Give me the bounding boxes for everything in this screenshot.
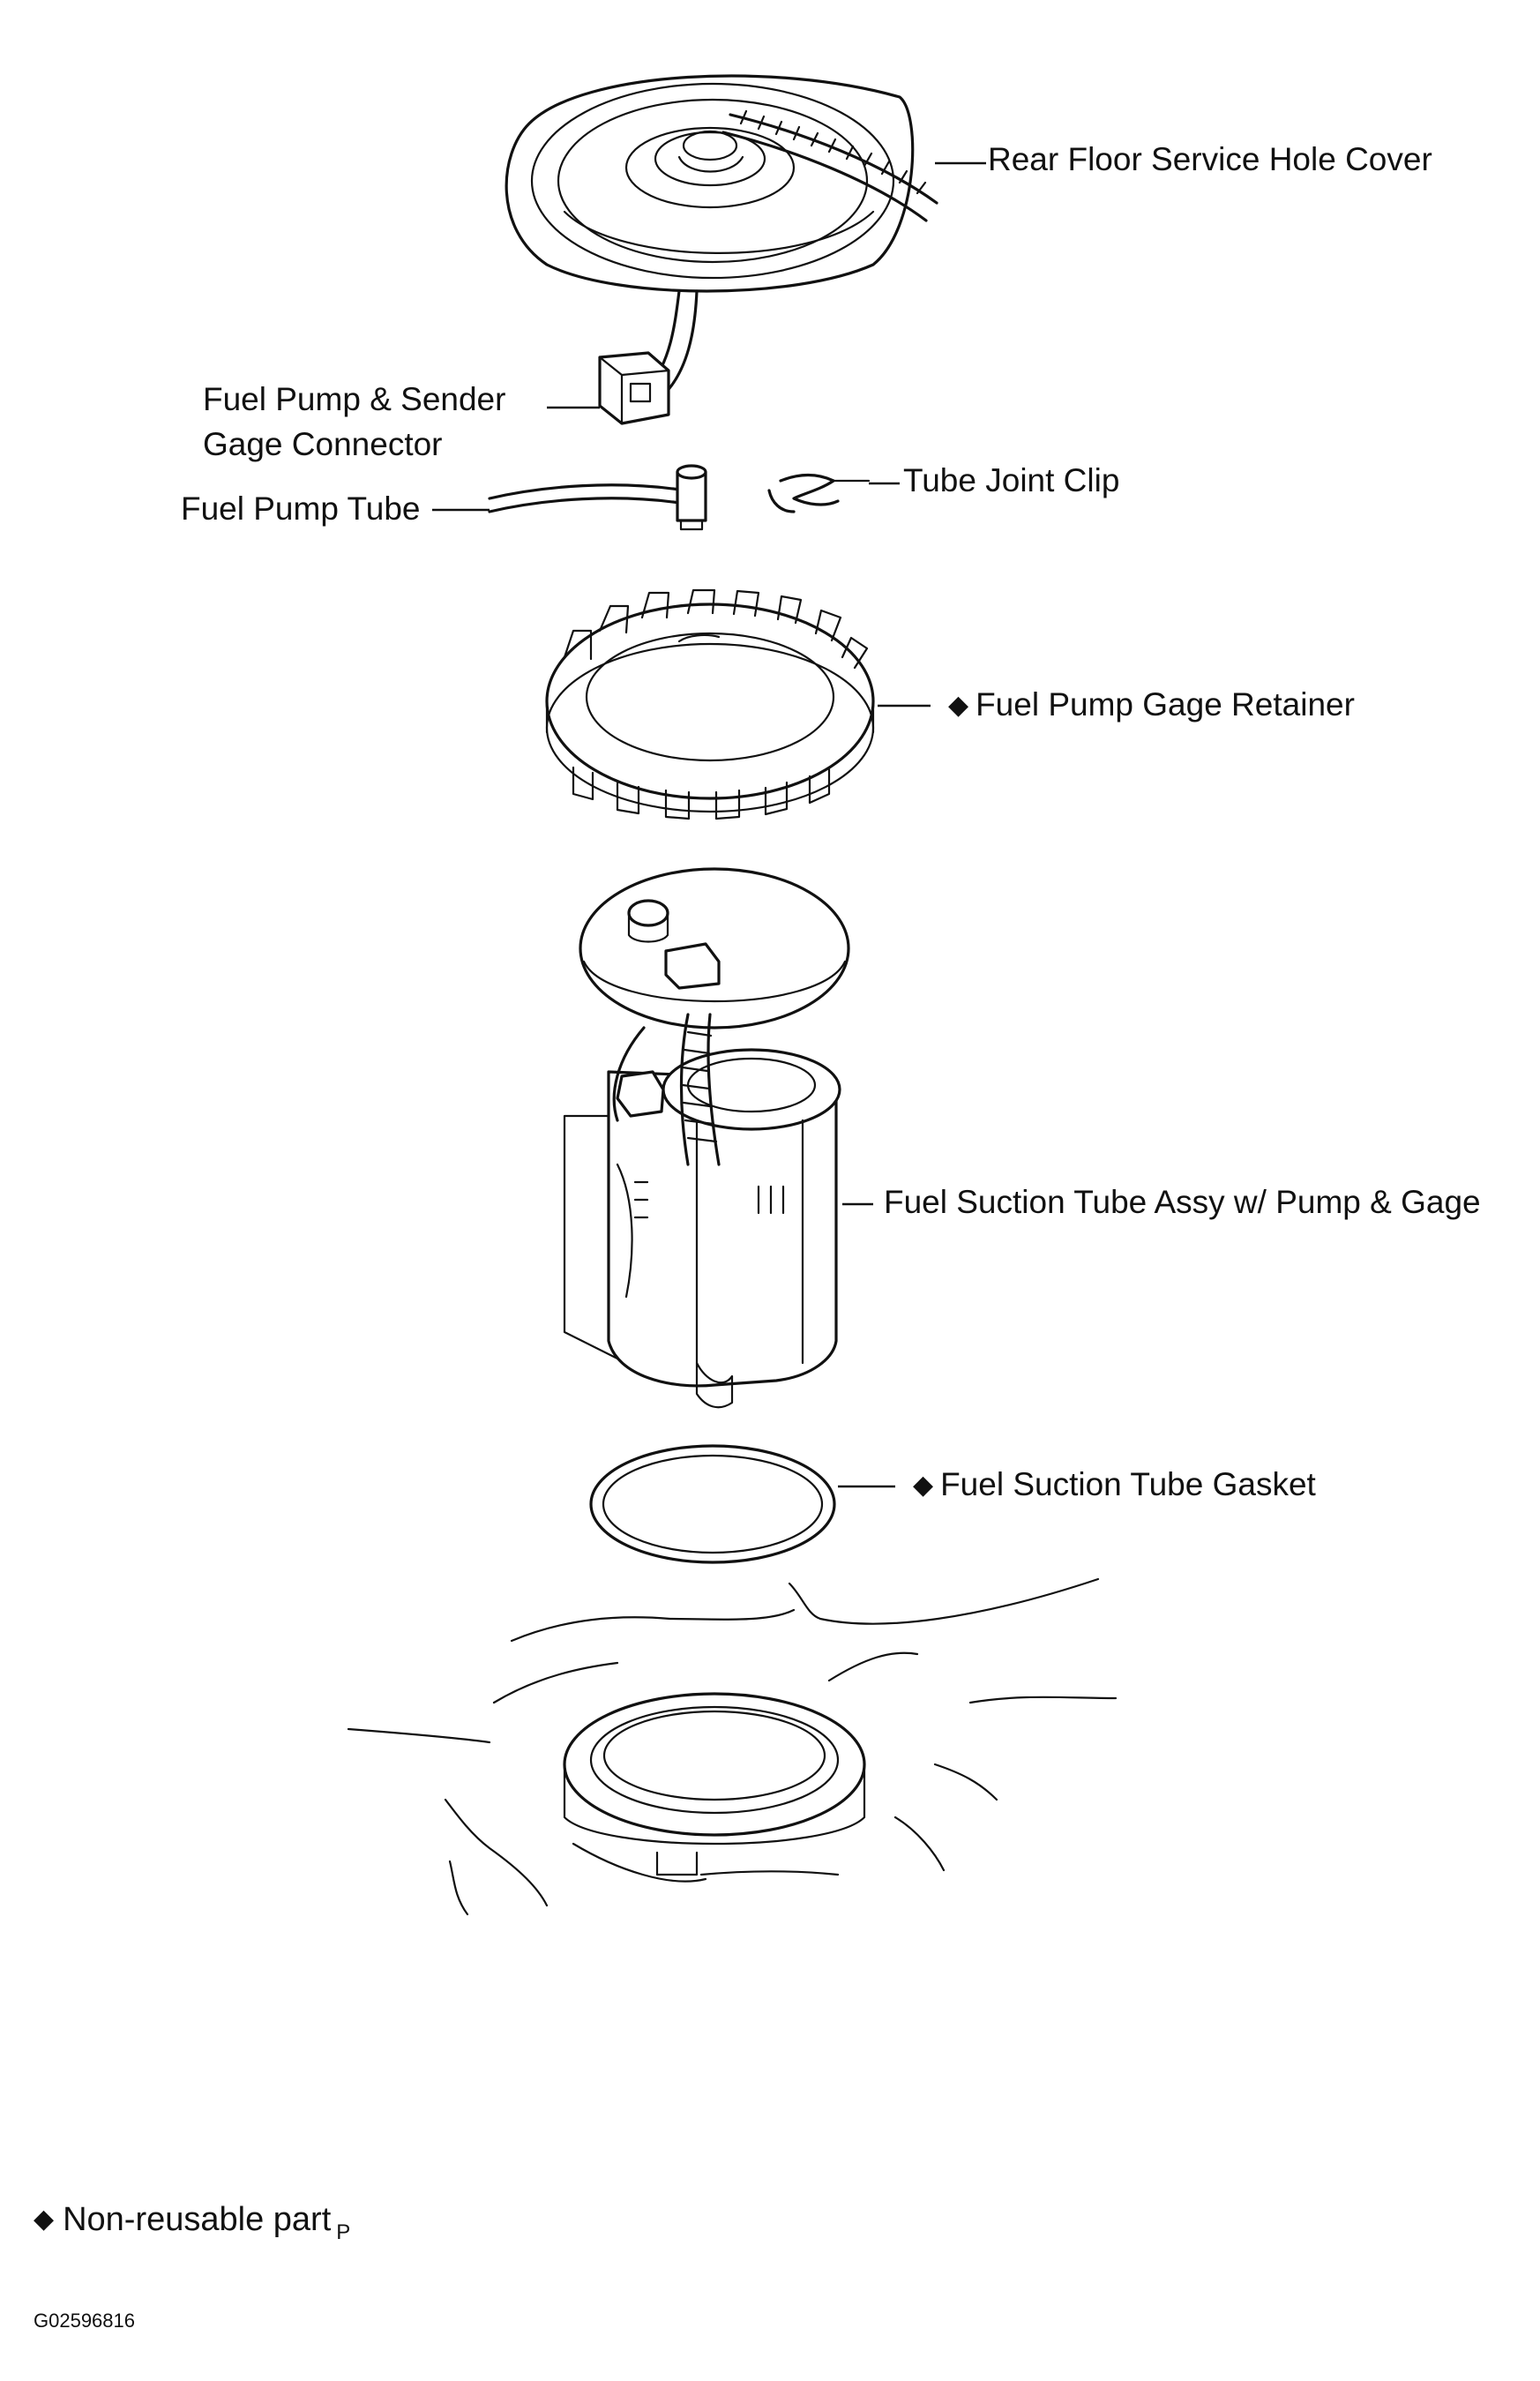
label-text: Gage Connector bbox=[203, 426, 443, 462]
label-fuel-pump-tube: Fuel Pump Tube bbox=[181, 490, 420, 528]
diamond-icon: ◆ bbox=[948, 691, 969, 720]
label-tube-joint-clip: Tube Joint Clip bbox=[903, 462, 1119, 500]
diamond-icon: ◆ bbox=[34, 2205, 55, 2234]
label-service-hole-cover: Rear Floor Service Hole Cover bbox=[988, 141, 1432, 179]
figure-code: G02596816 bbox=[34, 2310, 135, 2332]
label-text: Rear Floor Service Hole Cover bbox=[988, 141, 1432, 177]
suction-tube-gasket-drawing bbox=[589, 1444, 836, 1564]
tube-joint-clip-drawing bbox=[767, 474, 871, 513]
label-text: Fuel Pump Tube bbox=[181, 490, 421, 527]
legend-text: Non-reusable part bbox=[63, 2201, 332, 2238]
service-hole-cover-drawing bbox=[505, 74, 938, 397]
label-connector-line2: Gage Connector bbox=[203, 426, 443, 464]
label-text: Fuel Pump Gage Retainer bbox=[976, 686, 1355, 723]
label-text: Fuel Pump & Sender bbox=[203, 381, 506, 417]
label-text: Fuel Suction Tube Gasket bbox=[940, 1466, 1316, 1502]
label-text: Fuel Suction Tube Assy w/ Pump & Gage bbox=[884, 1184, 1481, 1220]
label-suction-tube-gasket: ◆Fuel Suction Tube Gasket bbox=[913, 1466, 1316, 1504]
leader-lines bbox=[432, 161, 986, 1488]
fuel-pump-sender-connector-drawing bbox=[598, 351, 670, 425]
legend-suffix: P bbox=[336, 2220, 351, 2244]
fuel-tank-drawing bbox=[347, 1577, 1118, 1916]
gage-retainer-drawing bbox=[545, 588, 875, 820]
label-gage-retainer: ◆Fuel Pump Gage Retainer bbox=[948, 686, 1355, 724]
suction-tube-assy-drawing bbox=[563, 867, 850, 1409]
fuel-pump-tube-drawing bbox=[488, 464, 707, 531]
label-suction-tube-assy: Fuel Suction Tube Assy w/ Pump & Gage bbox=[884, 1184, 1481, 1222]
diamond-icon: ◆ bbox=[913, 1471, 934, 1500]
label-text: Tube Joint Clip bbox=[903, 462, 1120, 498]
label-connector-line1: Fuel Pump & Sender bbox=[203, 381, 505, 419]
